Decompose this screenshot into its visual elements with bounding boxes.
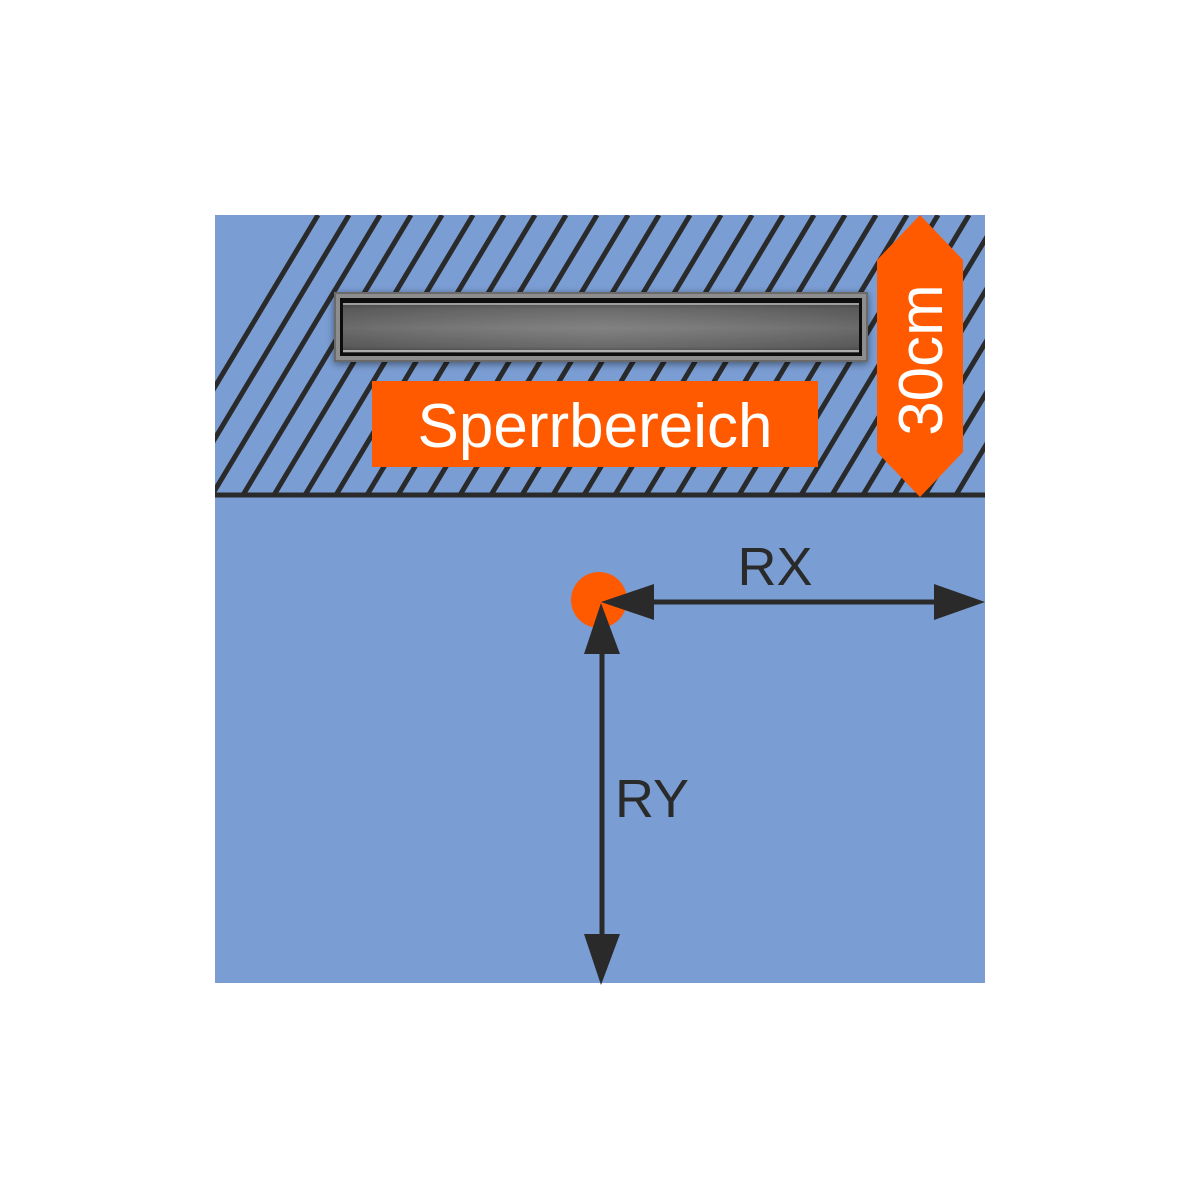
restricted-zone-label: Sperrbereich [372, 381, 818, 467]
restricted-zone-label-text: Sperrbereich [418, 392, 773, 461]
ry-arrowhead-bottom [584, 934, 620, 985]
hatch-line [953, 441, 985, 495]
ry-dimension-arrow: RY [584, 603, 689, 985]
rx-arrowhead-right [934, 584, 985, 620]
hatch-line [1018, 215, 1186, 495]
linear-drain [334, 292, 868, 362]
hatch-line [215, 215, 383, 495]
ry-arrowhead-top [584, 603, 620, 654]
hatch-line [1080, 215, 1200, 495]
hatch-line [984, 493, 985, 494]
hatch-line [240, 215, 414, 495]
ry-label: RY [615, 769, 689, 829]
rx-dimension-arrow: RX [601, 537, 985, 620]
rx-label: RX [737, 537, 812, 597]
rx-arrowhead-left [601, 584, 654, 620]
hatch-line [215, 215, 321, 392]
depth-badge: 30cm [877, 215, 963, 497]
depth-badge-text: 30cm [887, 284, 956, 436]
hatch-line [1049, 215, 1200, 495]
hatch-line [215, 215, 352, 444]
drain-outlet-point [571, 572, 627, 628]
